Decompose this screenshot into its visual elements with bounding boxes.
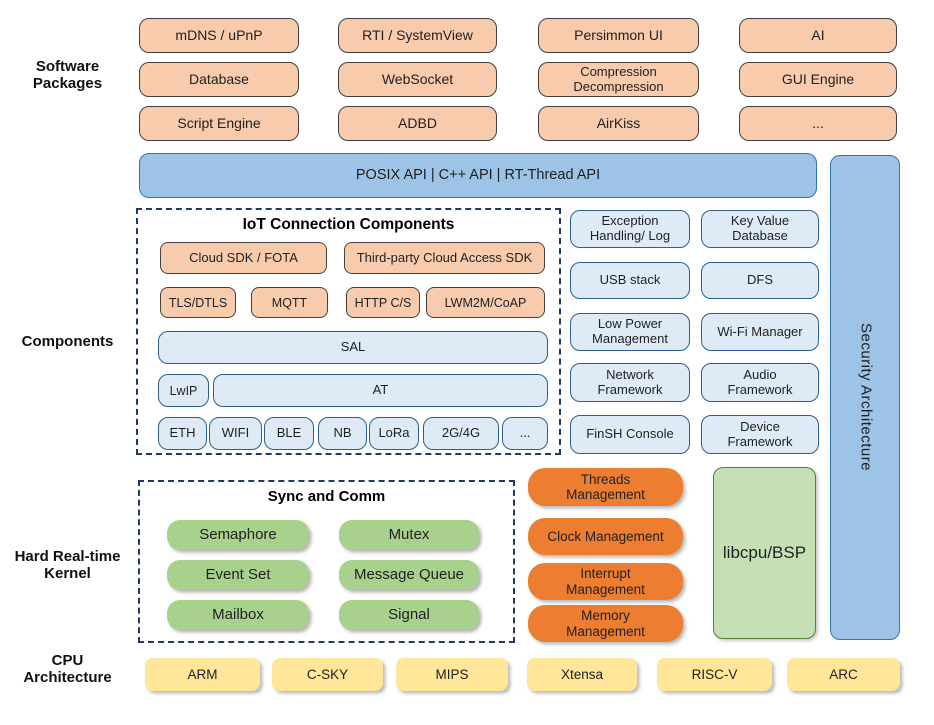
iot-lwm2m-coap: LWM2M/CoAP (426, 287, 545, 318)
cpu-xtensa: Xtensa (527, 658, 637, 691)
cpu-c-sky: C-SKY (272, 658, 383, 691)
iot-group-title: IoT Connection Components (242, 216, 455, 233)
label-kernel: Hard Real-time Kernel (14, 548, 121, 583)
sync-comm-title: Sync and Comm (267, 488, 386, 505)
security-architecture-bar: Security Architecture (830, 155, 900, 640)
iot-cloud-sdk-fota: Cloud SDK / FOTA (160, 242, 327, 274)
label-cpu-architecture: CPU Architecture (23, 652, 112, 687)
kernel-memory-management: Memory Management (528, 605, 683, 642)
pkg-airkiss: AirKiss (538, 106, 699, 141)
pkg-persimmon-ui: Persimmon UI (538, 18, 699, 53)
label-components: Components (21, 333, 114, 350)
iot-link-nb: NB (318, 417, 367, 450)
iot-link-eth: ETH (158, 417, 207, 450)
kernel-threads-management: Threads Management (528, 468, 683, 506)
pkg-adbd: ADBD (338, 106, 497, 141)
iot-mqtt: MQTT (251, 287, 328, 318)
kernel-message-queue: Message Queue (339, 560, 479, 590)
iot-tls-dtls: TLS/DTLS (160, 287, 236, 318)
comp-finsh-console: FinSH Console (570, 415, 690, 454)
iot-link-wifi: WIFI (209, 417, 262, 450)
pkg-database: Database (139, 62, 299, 97)
kernel-interrupt-management: Interrupt Management (528, 563, 683, 600)
comp-audio-framework: Audio Framework (701, 363, 819, 402)
iot-lwip: LwIP (158, 374, 209, 407)
iot-link-lora: LoRa (369, 417, 419, 450)
cpu-mips: MIPS (396, 658, 508, 691)
security-architecture-label: Security Architecture (857, 323, 875, 472)
iot-link-2g4g: 2G/4G (423, 417, 499, 450)
pkg-gui-engine: GUI Engine (739, 62, 897, 97)
pkg-compression: Compression Decompression (538, 62, 699, 97)
cpu-risc-v: RISC-V (657, 658, 772, 691)
kernel-libcpu-bsp: libcpu/BSP (713, 467, 816, 639)
pkg-websocket: WebSocket (338, 62, 497, 97)
pkg-script-engine: Script Engine (139, 106, 299, 141)
comp-exception-log: Exception Handling/ Log (570, 210, 690, 248)
comp-key-value-db: Key Value Database (701, 210, 819, 248)
sync-comm-group: Sync and Comm Semaphore Mutex Event Set … (138, 480, 515, 643)
kernel-mutex: Mutex (339, 520, 479, 550)
comp-wifi-manager: Wi-Fi Manager (701, 313, 819, 351)
cpu-arc: ARC (787, 658, 900, 691)
comp-device-framework: Device Framework (701, 415, 819, 454)
iot-sal-layer: SAL (158, 331, 548, 364)
label-software-packages: Software Packages (32, 58, 103, 93)
pkg-mdns-upnp: mDNS / uPnP (139, 18, 299, 53)
pkg-more: ... (739, 106, 897, 141)
comp-dfs: DFS (701, 262, 819, 299)
iot-http-cs: HTTP C/S (346, 287, 420, 318)
cpu-arm: ARM (145, 658, 260, 691)
comp-usb-stack: USB stack (570, 262, 690, 299)
kernel-mailbox: Mailbox (167, 600, 309, 630)
pkg-ai: AI (739, 18, 897, 53)
iot-link-more: ... (502, 417, 548, 450)
iot-link-ble: BLE (264, 417, 314, 450)
comp-network-framework: Network Framework (570, 363, 690, 402)
kernel-clock-management: Clock Management (528, 518, 683, 555)
kernel-semaphore: Semaphore (167, 520, 309, 550)
comp-low-power: Low Power Management (570, 313, 690, 351)
iot-connection-group: IoT Connection Components Cloud SDK / FO… (136, 208, 561, 455)
iot-at-layer: AT (213, 374, 548, 407)
pkg-rti-systemview: RTI / SystemView (338, 18, 497, 53)
kernel-signal: Signal (339, 600, 479, 630)
iot-third-party-sdk: Third-party Cloud Access SDK (344, 242, 545, 274)
api-bar: POSIX API | C++ API | RT-Thread API (139, 153, 817, 198)
kernel-event-set: Event Set (167, 560, 309, 590)
